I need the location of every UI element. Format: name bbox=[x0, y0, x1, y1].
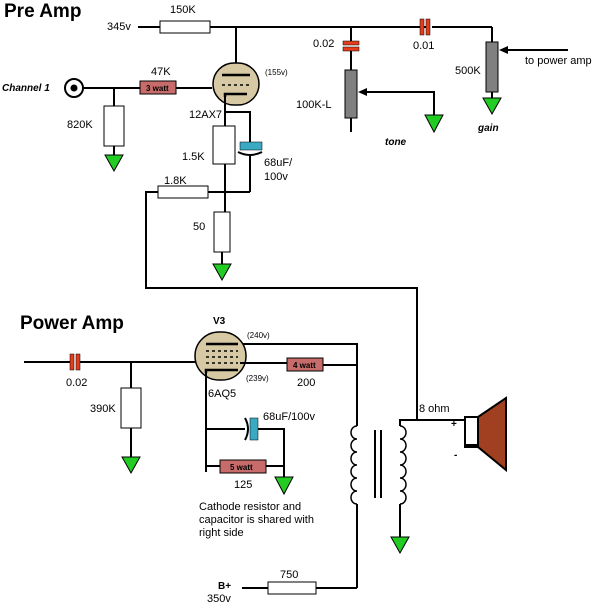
speaker-icon bbox=[464, 396, 507, 473]
dropping-resistor-750 bbox=[267, 581, 317, 595]
note-line-2: capacitor is shared with bbox=[199, 514, 314, 526]
tone-potentiometer bbox=[344, 69, 358, 119]
power-cathode-resistor-watt: 5 watt bbox=[230, 463, 253, 472]
tube-6aq5-label: 6AQ5 bbox=[208, 388, 236, 400]
power-cathode-capacitor bbox=[244, 417, 259, 441]
speaker-plus-wire bbox=[399, 419, 465, 426]
power-grid-resistor-label: 390K bbox=[90, 403, 116, 415]
v3-label: V3 bbox=[213, 316, 226, 327]
b-plus-voltage: 350v bbox=[207, 593, 231, 605]
tone-wiper-arrow bbox=[358, 88, 367, 96]
power-input-cap-label: 0.02 bbox=[66, 377, 87, 389]
secondary-ground-icon bbox=[390, 536, 410, 555]
tone-label: tone bbox=[385, 137, 407, 148]
cathode-ground-icon bbox=[212, 263, 232, 282]
input-jack-icon bbox=[64, 78, 84, 98]
power-plate-wire bbox=[241, 343, 358, 365]
speaker-minus-label: - bbox=[454, 450, 457, 461]
b-plus-label: B+ bbox=[218, 581, 231, 592]
output-cap-label: 0.01 bbox=[413, 40, 434, 52]
note-line-3: right side bbox=[199, 527, 244, 539]
cathode-capacitor bbox=[237, 141, 263, 192]
speaker-impedance-label: 8 ohm bbox=[419, 403, 450, 415]
cathode-cap-label: 68uF/ bbox=[264, 157, 293, 169]
gain-potentiometer bbox=[485, 41, 499, 93]
tone-coupling-cap bbox=[342, 27, 360, 70]
output-cap bbox=[419, 18, 431, 36]
tube-6aq5 bbox=[194, 331, 247, 381]
gain-ground-icon bbox=[482, 97, 502, 116]
input-resistor-820k bbox=[103, 105, 125, 147]
gain-wiper-arrow bbox=[499, 46, 508, 54]
dropping-resistor-label: 750 bbox=[280, 569, 298, 581]
tone-cap-label: 0.02 bbox=[313, 38, 334, 50]
to-power-amp-label: to power amp bbox=[525, 55, 592, 67]
tone-pot-label: 100K-L bbox=[296, 99, 331, 111]
gain-pot-label: 500K bbox=[455, 65, 481, 77]
grid-resistor-watt: 3 watt bbox=[146, 84, 169, 93]
preamp-plate-voltage: (155v) bbox=[265, 68, 288, 77]
power-cathode-resistor-label: 125 bbox=[234, 479, 252, 491]
screen-resistor-watt: 4 watt bbox=[293, 361, 316, 370]
grid-resistor-label: 47K bbox=[151, 66, 171, 78]
power-input-cap bbox=[69, 353, 81, 371]
power-input-ground-icon bbox=[121, 456, 141, 475]
tone-wiper-wire bbox=[366, 91, 435, 115]
input-resistor-label: 820K bbox=[67, 119, 93, 131]
feedback-resistor-1-8k bbox=[157, 185, 209, 199]
feedback-wire bbox=[145, 191, 418, 420]
pre-supply-voltage: 345v bbox=[107, 21, 131, 33]
plate-resistor-150k bbox=[159, 20, 211, 34]
speaker-plus-label: + bbox=[451, 419, 457, 430]
gain-label: gain bbox=[477, 123, 499, 134]
grid-resistor-47k bbox=[139, 80, 177, 95]
power-cathode-ground-icon bbox=[274, 476, 294, 496]
power-screen-voltage: (239v) bbox=[246, 374, 269, 383]
cathode-resistor-1-5k bbox=[212, 125, 236, 165]
input-ground-icon bbox=[104, 154, 124, 173]
note-line-1: Cathode resistor and bbox=[199, 501, 301, 513]
feedback-resistor-label: 1.8K bbox=[164, 175, 187, 187]
channel-1-label: Channel 1 bbox=[2, 83, 50, 94]
cathode-cap-voltage: 100v bbox=[264, 171, 288, 183]
cathode-resistor-label: 1.5K bbox=[182, 151, 205, 163]
ground-resistor-50 bbox=[213, 211, 231, 253]
pre-amp-title: Pre Amp bbox=[4, 1, 81, 22]
output-transformer bbox=[350, 425, 407, 505]
power-cathode-cap-right-wire bbox=[258, 428, 285, 477]
plate-resistor-label: 150K bbox=[170, 4, 196, 16]
power-cathode-cap-label: 68uF/100v bbox=[263, 411, 315, 423]
tube-12ax7-label: 12AX7 bbox=[189, 109, 222, 121]
ground-resistor-label: 50 bbox=[193, 221, 205, 233]
tone-ground-icon bbox=[424, 114, 444, 134]
power-amp-title: Power Amp bbox=[20, 313, 124, 334]
cathode-cap-wire bbox=[225, 111, 251, 142]
power-plate-voltage: (240v) bbox=[247, 331, 270, 340]
power-grid-resistor-390k bbox=[120, 387, 142, 429]
tube-12ax7 bbox=[212, 62, 260, 106]
screen-resistor-label: 200 bbox=[297, 377, 315, 389]
